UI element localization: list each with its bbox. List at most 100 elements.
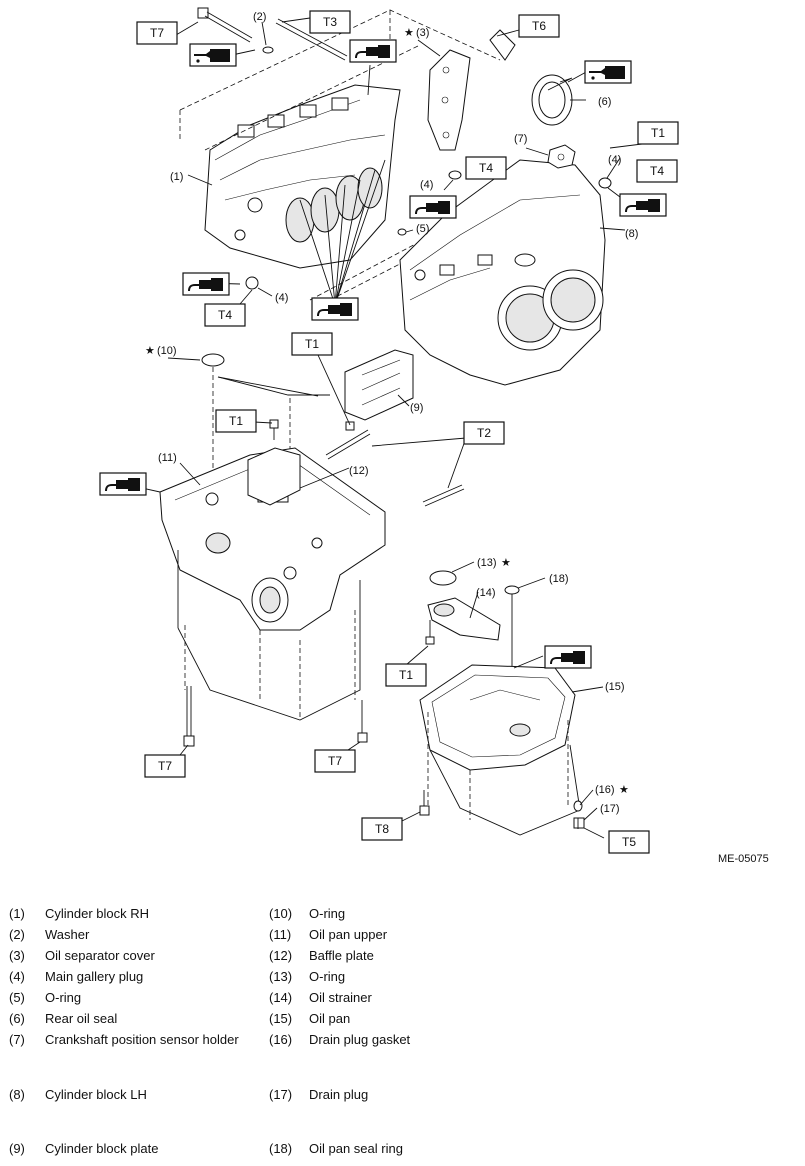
svg-text:T1: T1 xyxy=(651,126,665,140)
legend-number: (14) xyxy=(269,990,293,1005)
sealant-tube-icon xyxy=(182,272,230,296)
legend-number: (4) xyxy=(9,969,25,984)
legend-number: (18) xyxy=(269,1141,293,1156)
callout-4-left: (4) xyxy=(275,292,288,304)
bolt-t7-left-lower xyxy=(183,686,195,747)
star-icon: ★ xyxy=(145,345,155,357)
svg-text:T4: T4 xyxy=(479,161,493,175)
callout-9: (9) xyxy=(410,402,423,414)
bolt-t1-plate xyxy=(345,421,355,431)
baffle-plate xyxy=(247,447,301,506)
torque-box-t4-left: T4 xyxy=(204,303,246,327)
torque-box-t8: T8 xyxy=(361,817,403,841)
legend-number: (6) xyxy=(9,1011,25,1026)
callout-7: (7) xyxy=(514,133,527,145)
oil-strainer xyxy=(427,597,501,641)
svg-text:T8: T8 xyxy=(375,822,389,836)
star-icon: ★ xyxy=(619,784,629,796)
svg-text:T1: T1 xyxy=(229,414,243,428)
parts-legend: (1) Cylinder block RH (2) Washer (3) Oil… xyxy=(0,896,805,1166)
bolt-t8 xyxy=(419,790,430,816)
oil-separator-cover xyxy=(427,49,471,151)
svg-text:T7: T7 xyxy=(150,26,164,40)
torque-box-t3: T3 xyxy=(309,10,351,34)
torque-box-t6: T6 xyxy=(518,14,560,38)
o-ring-13 xyxy=(429,570,457,586)
legend-name: Drain plug xyxy=(309,1087,369,1102)
bolt-t3 xyxy=(275,18,348,61)
callout-17: (17) xyxy=(600,803,620,815)
cylinder-block-plate xyxy=(344,349,414,421)
drain-plug xyxy=(573,817,585,829)
cylinder-block-lh xyxy=(399,159,606,386)
legend-number: (8) xyxy=(9,1087,25,1102)
torque-box-t5: T5 xyxy=(608,830,650,854)
oil-can-icon xyxy=(189,43,237,67)
svg-text:T3: T3 xyxy=(323,15,337,29)
oil-can-icon xyxy=(584,60,632,84)
main-gallery-plug-right xyxy=(598,177,612,189)
sealant-tube-icon xyxy=(349,39,397,63)
callout-2: (2) xyxy=(253,11,266,23)
torque-box-t1-pan: T1 xyxy=(215,409,257,433)
torque-box-t1-top-right: T1 xyxy=(637,121,679,145)
callout-1: (1) xyxy=(170,171,183,183)
legend-number: (7) xyxy=(9,1032,25,1047)
callout-18: (18) xyxy=(549,573,569,585)
svg-text:T4: T4 xyxy=(650,164,664,178)
oil-pan-seal-ring xyxy=(504,585,520,595)
sealant-tube-icon xyxy=(409,195,457,219)
callout-3: (3) xyxy=(416,27,429,39)
torque-box-t7-top: T7 xyxy=(136,21,178,45)
legend-name: Washer xyxy=(45,927,90,942)
svg-text:T5: T5 xyxy=(622,835,636,849)
legend-name: O-ring xyxy=(45,990,82,1005)
oil-pan-upper xyxy=(159,447,386,631)
svg-text:T7: T7 xyxy=(328,754,342,768)
legend-number: (2) xyxy=(9,927,25,942)
legend-number: (15) xyxy=(269,1011,293,1026)
legend-number: (5) xyxy=(9,990,25,1005)
legend-name: Cylinder block RH xyxy=(45,906,150,921)
callout-4-upper: (4) xyxy=(420,179,433,191)
oil-pan xyxy=(419,664,576,771)
torque-box-t4-right: T4 xyxy=(636,159,678,183)
legend-number: (13) xyxy=(269,969,293,984)
sealant-tube-icon xyxy=(619,193,667,217)
svg-text:T1: T1 xyxy=(399,668,413,682)
callout-6: (6) xyxy=(598,96,611,108)
torque-box-t1-plate: T1 xyxy=(291,332,333,356)
torque-box-t4-upper: T4 xyxy=(465,156,507,180)
legend-number: (12) xyxy=(269,948,293,963)
stud-bolt-t2-upper xyxy=(325,429,371,460)
star-icon: ★ xyxy=(501,557,511,569)
torque-box-t7-right: T7 xyxy=(314,749,356,773)
stud-bolt-t2-lower xyxy=(422,484,465,507)
legend-number: (17) xyxy=(269,1087,293,1102)
legend-number: (9) xyxy=(9,1141,25,1156)
legend-number: (11) xyxy=(269,927,292,942)
legend-number: (3) xyxy=(9,948,25,963)
sealant-tube-icon xyxy=(311,297,359,321)
sealant-tube-icon xyxy=(99,472,147,496)
legend-name: Oil pan seal ring xyxy=(309,1141,403,1156)
cylinder-block-rh xyxy=(204,84,401,269)
svg-text:T2: T2 xyxy=(477,426,491,440)
svg-text:T7: T7 xyxy=(158,759,172,773)
legend-name: Baffle plate xyxy=(309,948,374,963)
main-gallery-plug-upper xyxy=(448,170,462,180)
svg-text:T4: T4 xyxy=(218,308,232,322)
rear-oil-seal xyxy=(531,74,573,126)
callout-13: (13) xyxy=(477,557,497,569)
exploded-view-diagram: T7 T3 T6 T1 T4 T4 T4 T1 T1 T2 T1 T7 xyxy=(99,7,769,865)
legend-name: Oil pan upper xyxy=(309,927,388,942)
svg-text:T6: T6 xyxy=(532,19,546,33)
legend-name: O-ring xyxy=(309,906,346,921)
o-ring-10 xyxy=(201,353,225,367)
callout-16: (16) xyxy=(595,784,615,796)
callout-8: (8) xyxy=(625,228,638,240)
callout-11: (11) xyxy=(158,452,177,464)
torque-box-t1-strainer: T1 xyxy=(385,663,427,687)
bolt-t1-upper-pan xyxy=(269,419,279,440)
legend-name: Oil pan xyxy=(309,1011,351,1026)
